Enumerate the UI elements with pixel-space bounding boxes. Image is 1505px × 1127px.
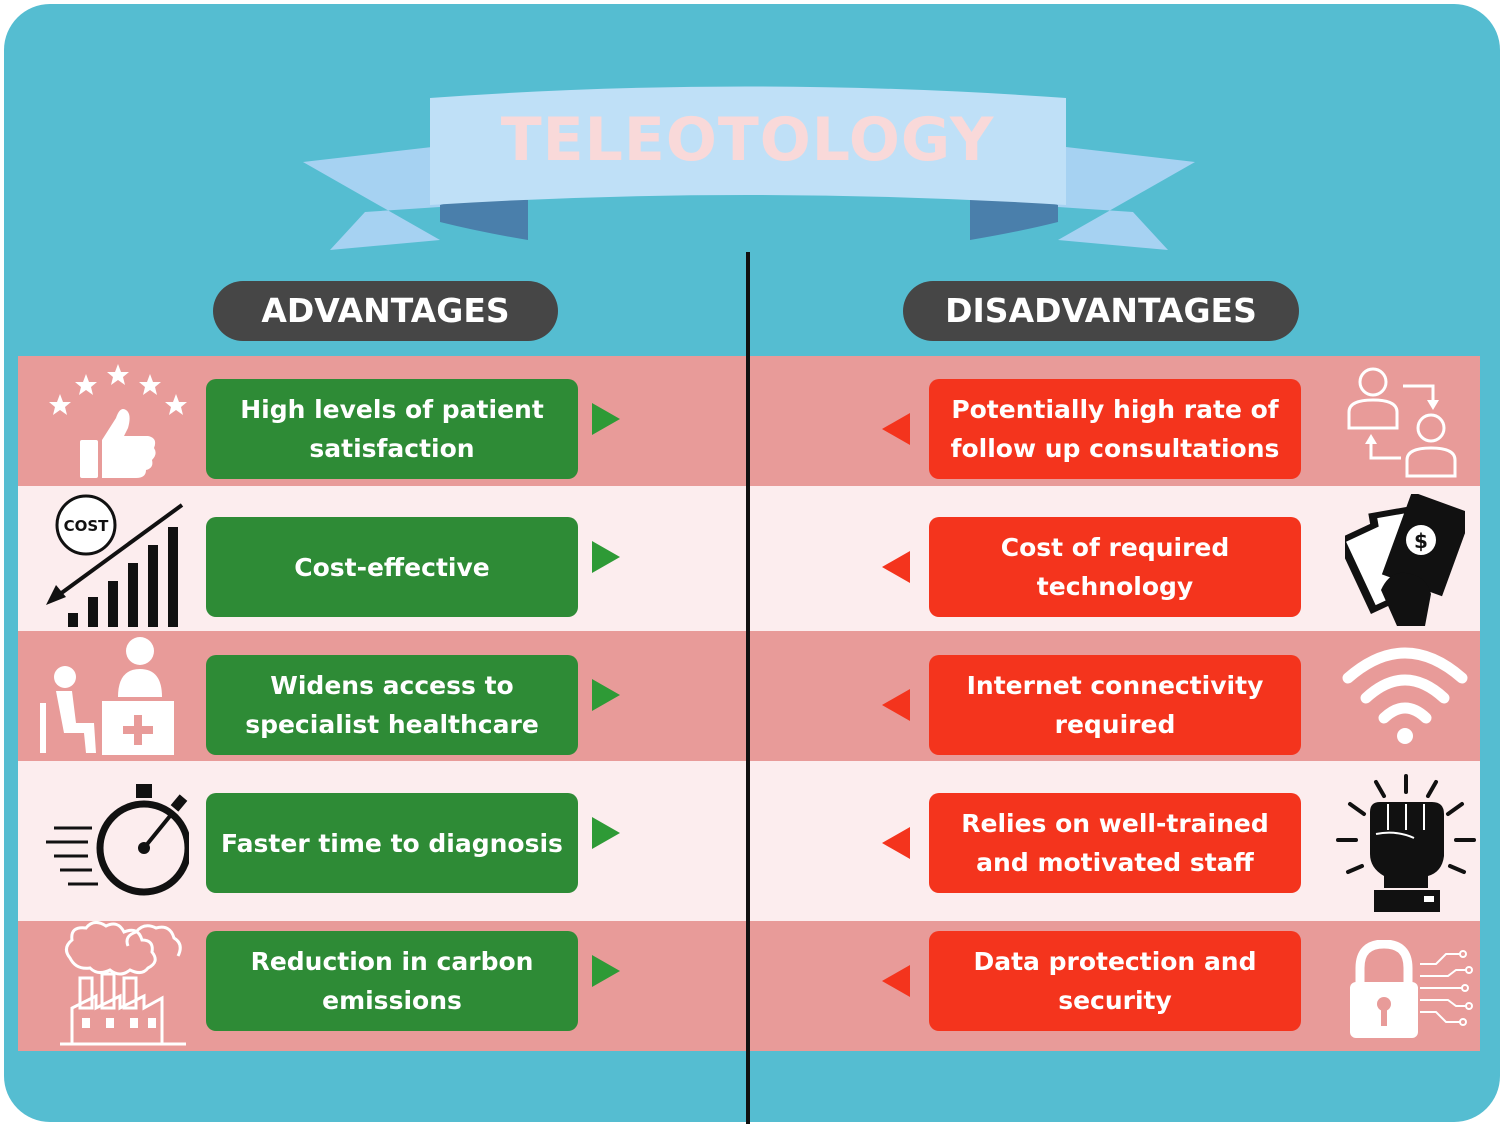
- money-hand-icon: $: [1345, 494, 1465, 626]
- disadvantage-arrow-2: [882, 551, 910, 583]
- advantage-arrow-5: [592, 955, 620, 987]
- advantage-arrow-4: [592, 817, 620, 849]
- disadvantage-item-5: Data protection and security: [929, 931, 1301, 1031]
- advantage-item-2: Cost-effective: [206, 517, 578, 617]
- advantage-arrow-1: [592, 403, 620, 435]
- advantages-header: ADVANTAGES: [213, 281, 558, 341]
- factory-emissions-icon: [60, 921, 186, 1046]
- disadvantage-arrow-4: [882, 827, 910, 859]
- disadvantage-arrow-3: [882, 689, 910, 721]
- page-title: TELEOTOLOGY: [500, 105, 995, 175]
- people-exchange-icon: [1347, 367, 1457, 478]
- disadvantage-item-4: Relies on well-trained and motivated sta…: [929, 793, 1301, 893]
- advantage-item-3: Widens access to specialist healthcare: [206, 655, 578, 755]
- title-ribbon: [303, 86, 1195, 250]
- disadvantage-arrow-1: [882, 413, 910, 445]
- disadvantage-item-2: Cost of required technology: [929, 517, 1301, 617]
- wifi-icon: [1342, 647, 1468, 744]
- doctor-patient-icon: [40, 637, 174, 755]
- advantage-arrow-2: [592, 541, 620, 573]
- stopwatch-icon: [46, 784, 189, 896]
- disadvantage-arrow-5: [882, 965, 910, 997]
- cost-decrease-chart-icon: COST: [46, 494, 184, 627]
- disadvantages-header: DISADVANTAGES: [903, 281, 1299, 341]
- disadvantage-item-3: Internet connectivity required: [929, 655, 1301, 755]
- cost-label: COST: [64, 517, 110, 535]
- advantage-item-4: Faster time to diagnosis: [206, 793, 578, 893]
- svg-text:$: $: [1414, 529, 1428, 553]
- advantage-arrow-3: [592, 679, 620, 711]
- advantage-item-1: High levels of patient satisfaction: [206, 379, 578, 479]
- advantage-item-5: Reduction in carbon emissions: [206, 931, 578, 1031]
- disadvantage-item-1: Potentially high rate of follow up consu…: [929, 379, 1301, 479]
- raised-fist-icon: [1336, 774, 1476, 912]
- center-divider: [746, 252, 750, 1124]
- digital-lock-icon: [1350, 940, 1473, 1038]
- thumbs-up-stars-icon: [49, 364, 187, 478]
